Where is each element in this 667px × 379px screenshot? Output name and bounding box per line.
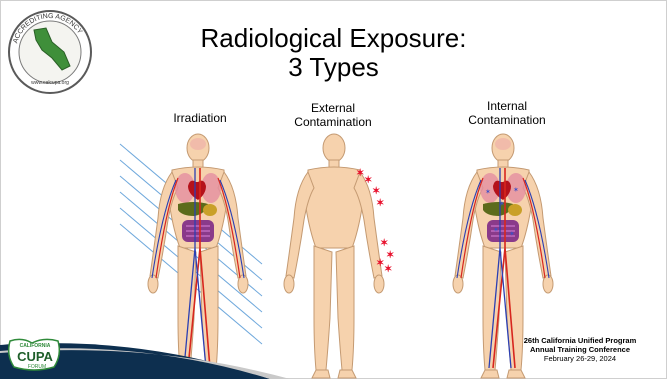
svg-text:✶: ✶ bbox=[384, 264, 392, 275]
svg-text:CUPA: CUPA bbox=[17, 349, 53, 364]
svg-text:✶: ✶ bbox=[493, 226, 499, 234]
svg-text:✶: ✶ bbox=[376, 198, 384, 209]
svg-text:✶: ✶ bbox=[513, 186, 519, 194]
svg-text:✶: ✶ bbox=[364, 175, 372, 186]
conference-dates: February 26-29, 2024 bbox=[505, 354, 655, 363]
conference-name: 26th California Unified Program bbox=[505, 336, 655, 345]
svg-text:✶: ✶ bbox=[499, 200, 505, 208]
svg-text:✶: ✶ bbox=[509, 230, 515, 238]
conference-info: 26th California Unified Program Annual T… bbox=[505, 336, 655, 363]
cupa-forum-logo: CALIFORNIA CUPA FORUM bbox=[4, 335, 66, 375]
svg-text:✶: ✶ bbox=[372, 186, 380, 197]
svg-text:✶: ✶ bbox=[380, 238, 388, 249]
svg-text:✶: ✶ bbox=[386, 250, 394, 261]
conference-subtitle: Annual Training Conference bbox=[505, 345, 655, 354]
svg-text:FORUM: FORUM bbox=[28, 364, 46, 370]
svg-text:✶: ✶ bbox=[485, 188, 491, 196]
